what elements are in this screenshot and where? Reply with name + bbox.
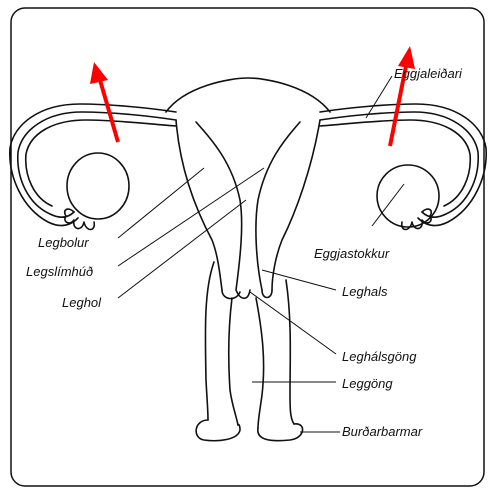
right-red-arrow xyxy=(390,46,415,146)
cervix-right-lobe xyxy=(262,290,272,298)
labia-left xyxy=(196,420,240,441)
label-leghalsgong: Leghálsgöng xyxy=(342,349,417,364)
label-legbolur: Legbolur xyxy=(38,235,89,250)
vagina-right-inner xyxy=(256,298,264,428)
label-burdarbarmar: Burðarbarmar xyxy=(342,424,423,439)
right-fallopian-tube-inner xyxy=(320,120,470,206)
left-fallopian-tube-outer xyxy=(10,104,176,225)
right-ovary xyxy=(377,165,439,227)
left-red-arrow xyxy=(90,62,118,142)
label-legslimhud: Legslímhúð xyxy=(26,264,93,279)
label-leggong: Leggöng xyxy=(342,376,393,391)
uterine-cavity-right xyxy=(256,122,300,290)
leader-eggjaleidari xyxy=(366,76,392,118)
leader-legbolur xyxy=(118,168,204,238)
label-leghals: Leghals xyxy=(342,284,388,299)
uterus-fundus xyxy=(166,78,330,112)
labia-right xyxy=(258,424,303,441)
vagina-left-outer xyxy=(205,262,214,420)
right-fallopian-tube-mid xyxy=(320,112,478,217)
vagina-right-outer xyxy=(286,280,294,424)
left-fallopian-tube-inner xyxy=(26,120,176,206)
label-eggjastokkur: Eggjastokkur xyxy=(314,246,390,261)
uterine-cavity xyxy=(196,122,250,298)
label-eggjaleidari: Eggjaleiðari xyxy=(394,66,463,81)
label-leghol: Leghol xyxy=(62,295,102,310)
leader-leghol xyxy=(118,200,246,298)
uterus-right-outer-wall xyxy=(272,120,320,290)
left-ovary xyxy=(67,153,129,219)
vagina-left-inner xyxy=(229,298,238,425)
left-fallopian-tube-mid xyxy=(18,112,176,217)
